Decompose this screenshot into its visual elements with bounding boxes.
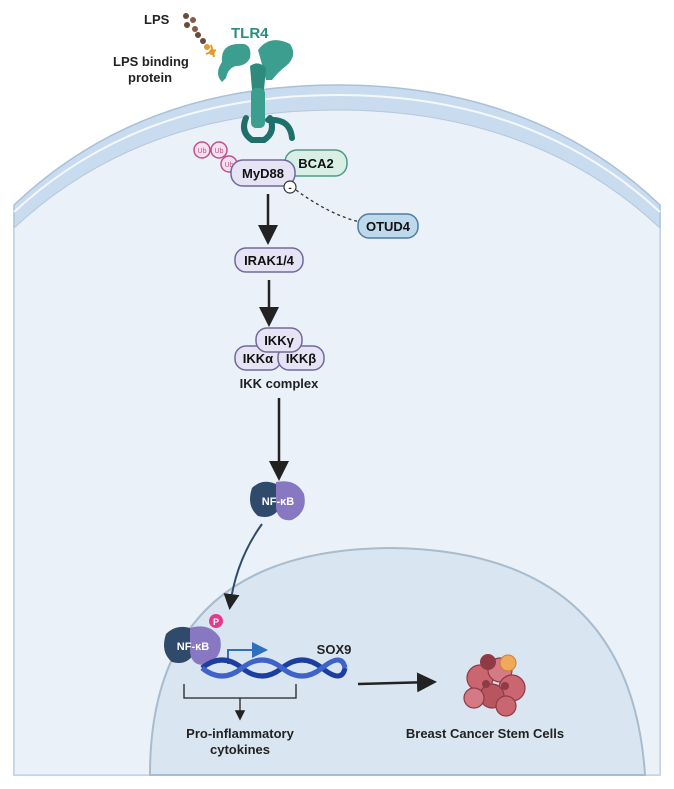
lps-molecule bbox=[183, 13, 217, 58]
irak-node bbox=[234, 247, 304, 273]
ikk-complex-label: IKK complex bbox=[240, 376, 320, 391]
irak-label: IRAK1/4 bbox=[244, 253, 295, 268]
nfkb-cytoplasm-label: NF-κB bbox=[262, 496, 294, 508]
stem-cells-label: Breast Cancer Stem Cells bbox=[406, 726, 564, 741]
ub-label-1: Ub bbox=[198, 148, 207, 155]
inhibition-marker bbox=[283, 180, 297, 194]
ikk-beta-label: IKKβ bbox=[286, 351, 316, 366]
cytokines-label-line2: cytokines bbox=[210, 742, 270, 757]
tlr4-label: TLR4 bbox=[231, 25, 269, 42]
nfkb-nucleus-label: NF-κB bbox=[177, 641, 209, 653]
ikk-gamma-label: IKKγ bbox=[264, 333, 294, 348]
ub-label-2: Ub bbox=[215, 148, 224, 155]
arrow-nfkb-translocation bbox=[223, 523, 263, 610]
otud4-node bbox=[357, 213, 419, 239]
phospho-label: P bbox=[213, 617, 219, 627]
bca2-label: BCA2 bbox=[298, 156, 333, 171]
myd88-label: MyD88 bbox=[242, 166, 284, 181]
ikk-alpha-label: IKKα bbox=[243, 351, 273, 366]
otud4-deubiquitination-link bbox=[295, 189, 361, 223]
otud4-label: OTUD4 bbox=[366, 219, 411, 234]
inhibition-minus: - bbox=[288, 183, 291, 194]
cytokines-label-line1: Pro-inflammatory bbox=[186, 726, 294, 741]
sox9-label: SOX9 bbox=[317, 642, 352, 657]
myd88-node bbox=[230, 159, 296, 187]
ub-label-3: Ub bbox=[225, 162, 234, 169]
phospho-marker bbox=[209, 614, 223, 628]
lps-binding-protein-label-line2: protein bbox=[128, 70, 172, 85]
ikk-complex: IKKα IKKβ IKKγ bbox=[234, 327, 325, 371]
nfkb-cytoplasm bbox=[250, 481, 305, 521]
tlr4-receptor bbox=[218, 40, 295, 143]
dna-helix bbox=[200, 657, 348, 679]
nfkb-nucleus bbox=[164, 626, 221, 665]
lps-binding-protein-label-line1: LPS binding bbox=[113, 54, 189, 69]
arrow-to-stem-cells bbox=[357, 672, 437, 693]
lps-label: LPS bbox=[144, 12, 170, 27]
ikk-gamma-node bbox=[255, 327, 303, 353]
stem-cell-cluster bbox=[463, 654, 526, 717]
cell-membrane-inner-line bbox=[13, 93, 661, 213]
